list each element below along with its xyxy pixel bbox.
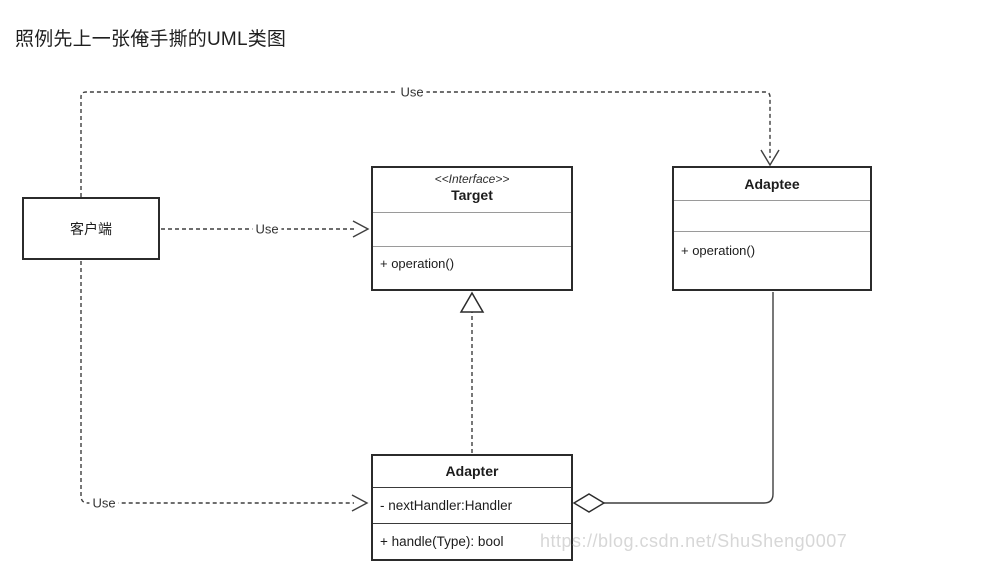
realization-triangle-icon (459, 291, 485, 313)
target-method: + operation() (380, 256, 455, 271)
aggregation-diamond-icon (572, 493, 606, 513)
adapter-attribute: - nextHandler:Handler (380, 498, 513, 513)
target-methods-section: + operation() (373, 246, 571, 289)
adapter-attributes-section: - nextHandler:Handler (373, 487, 571, 523)
adaptee-class-name: Adaptee (744, 176, 800, 192)
edge-label-use-bottom: Use (89, 495, 119, 511)
adapter-methods-section: + handle(Type): bool (373, 523, 571, 559)
adapter-method: + handle(Type): bool (380, 534, 504, 549)
adaptee-class-header: Adaptee (674, 168, 870, 200)
target-stereotype: <<Interface>> (434, 172, 510, 186)
adaptee-methods-section: + operation() (674, 231, 870, 289)
target-attributes-section (373, 212, 571, 246)
target-class-box: <<Interface>> Target + operation() (371, 166, 573, 291)
adapter-class-header: Adapter (373, 456, 571, 487)
client-adaptee-connector (80, 91, 771, 197)
client-class-name: 客户端 (70, 220, 112, 237)
adapter-class-name: Adapter (445, 463, 499, 479)
client-adapter-arrowhead-icon (351, 494, 369, 512)
client-adapter-connector (80, 261, 354, 504)
watermark-text: https://blog.csdn.net/ShuSheng0007 (540, 531, 848, 551)
adapter-class-box: Adapter - nextHandler:Handler + handle(T… (371, 454, 573, 561)
adaptee-adapter-connector (604, 292, 774, 504)
adaptee-class-box: Adaptee + operation() (672, 166, 872, 291)
adaptee-method: + operation() (681, 243, 756, 258)
target-class-header: <<Interface>> Target (373, 168, 571, 212)
client-adaptee-arrowhead-icon (760, 149, 780, 167)
target-class-name: Target (451, 187, 493, 203)
page-title: 照例先上一张俺手撕的UML类图 (15, 29, 287, 50)
client-class-box: 客户端 (22, 197, 160, 260)
client-target-arrowhead-icon (352, 220, 370, 238)
edge-label-use-top: Use (397, 84, 427, 100)
edge-label-use-middle: Use (252, 221, 282, 237)
adaptee-attributes-section (674, 200, 870, 231)
